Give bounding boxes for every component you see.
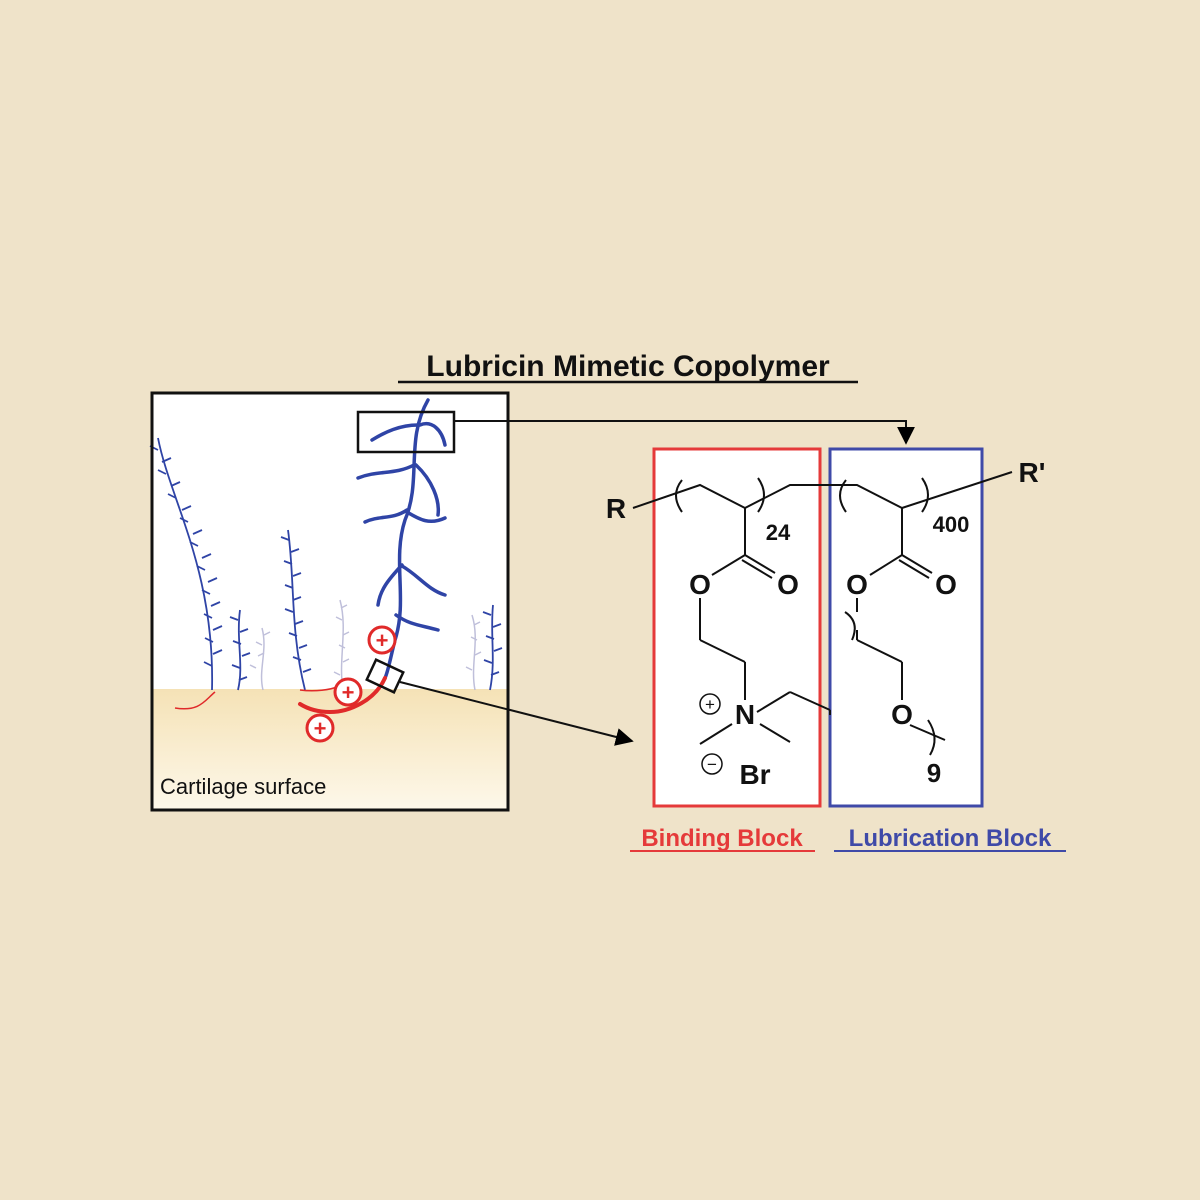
cartilage-surface-label: Cartilage surface — [160, 774, 326, 799]
svg-text:−: − — [707, 755, 717, 774]
svg-text:+: + — [314, 716, 327, 741]
r-group-left: R — [606, 493, 626, 524]
svg-text:+: + — [705, 695, 715, 714]
main-chain-lubrication — [356, 398, 447, 680]
repeat-count-lubrication: 400 — [933, 512, 970, 537]
positive-charge: + — [305, 713, 335, 743]
red-tail-left — [174, 691, 216, 710]
ether-oxygen: O — [891, 699, 913, 730]
lubrication-block-label: Lubrication Block — [849, 825, 1052, 852]
figure-title: Lubricin Mimetic Copolymer — [426, 350, 830, 383]
binding-block-label: Binding Block — [641, 825, 803, 852]
background-chains — [249, 599, 482, 691]
cation-charge: + — [699, 693, 721, 715]
panel-frame — [150, 391, 510, 812]
carbonyl-oxygen-binding: O — [777, 569, 799, 600]
carbonyl-oxygen-lubrication: O — [935, 569, 957, 600]
svg-text:+: + — [342, 680, 355, 705]
repeat-count-binding: 24 — [766, 520, 791, 545]
ester-oxygen-lubrication: O — [846, 569, 868, 600]
positive-charge: + — [333, 677, 363, 707]
counterion-bromide: Br — [739, 759, 770, 790]
lubrication-block-frame — [828, 447, 984, 808]
arrow-to-lubrication — [454, 420, 915, 445]
binding-block-frame — [652, 447, 822, 808]
positive-charge: + — [367, 625, 397, 655]
cartilage-surface — [152, 689, 508, 810]
brush-chains — [149, 437, 503, 691]
peg-repeat-count: 9 — [927, 758, 941, 788]
zoom-box-binding — [365, 658, 405, 694]
arrow-to-binding — [399, 681, 634, 746]
nitrogen-atom: N — [735, 699, 755, 730]
cartilage-panel: + + + Cartilage surface — [149, 391, 510, 812]
r-group-right: R' — [1019, 457, 1046, 488]
anion-charge: − — [701, 753, 723, 775]
chemical-structure — [632, 471, 1013, 756]
zoom-box-lubrication — [356, 410, 456, 454]
main-chain-binding — [298, 676, 387, 715]
ester-oxygen-binding: O — [689, 569, 711, 600]
svg-text:+: + — [376, 628, 389, 653]
